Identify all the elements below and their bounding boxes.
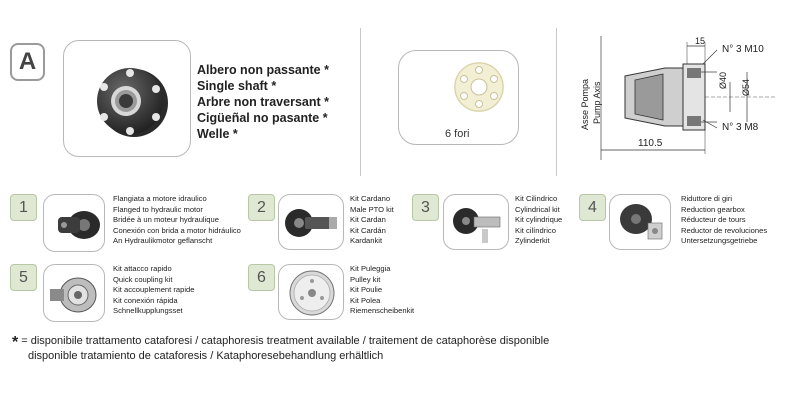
kit-image-cylindrical (443, 194, 509, 250)
kit-line: Cylindrical kit (515, 204, 560, 214)
kit-line: Zylinderkit (515, 236, 550, 246)
asterisk: * (12, 334, 19, 351)
kit-line: Quick coupling kit (113, 274, 173, 284)
kit-text-5: Kit attacco rapido Quick coupling kit Ki… (113, 264, 194, 317)
kit-line: Kit Poulie (350, 285, 383, 295)
section-letter: A (18, 48, 37, 75)
kit-image-pulley (278, 264, 344, 320)
kit-number-3: 3 (412, 194, 439, 221)
kit-line: Flanged to hydraulic motor (113, 204, 203, 214)
dim-15: 15 (695, 36, 706, 46)
kit-image-gearbox (609, 194, 671, 250)
kit-number-text: 5 (19, 268, 28, 286)
label-d54: Ø54 (741, 78, 751, 96)
kit-image-hydraulic-motor (43, 194, 105, 252)
kit-line: Flangiata a motore idraulico (113, 194, 207, 203)
kit-line: Kit Cardán (350, 225, 386, 235)
kit-line: Riemenscheibenkit (350, 306, 415, 316)
kit-line: Male PTO kit (350, 204, 394, 214)
kit-line: An Hydraulikmotor geflanscht (113, 236, 213, 246)
six-holes-card (398, 50, 519, 145)
kit-line: Réducteur de tours (681, 215, 746, 225)
kit-text-6: Kit Puleggia Pulley kit Kit Poulie Kit P… (350, 264, 414, 317)
kit-line: Kit Cardan (350, 215, 386, 225)
kit-line: Kit attacco rapido (113, 264, 172, 273)
divider-1 (360, 28, 361, 176)
kit-number-text: 1 (19, 198, 28, 216)
footnote: *= disponibile trattamento cataforesi / … (12, 335, 549, 362)
kit-image-cardan (278, 194, 344, 250)
title-fr: Arbre non traversant * (197, 95, 329, 109)
kit-number-6: 6 (248, 264, 275, 291)
dim-110: 110.5 (638, 138, 663, 149)
title-it: Albero non passante * (197, 63, 329, 77)
title-de: Welle * (197, 127, 238, 141)
kit-line: Riduttore di giri (681, 194, 733, 203)
footnote-line-1: *= disponibile trattamento cataforesi / … (12, 334, 550, 351)
holes-label: 6 fori (445, 128, 470, 140)
kit-text-2: Kit Cardano Male PTO kit Kit Cardan Kit … (350, 194, 394, 247)
kit-number-5: 5 (10, 264, 37, 291)
kit-image-quick-coupling (43, 264, 105, 322)
title-en: Single shaft * (197, 79, 277, 93)
technical-drawing (600, 36, 775, 160)
divider-2 (556, 28, 557, 176)
kit-line: Conexión con brida a motor hidráulico (113, 225, 241, 235)
kit-line: Schnellkupplungsset (113, 306, 183, 316)
footnote-line-2: disponible tratamiento de cataforesis / … (28, 349, 384, 362)
kit-line: Kit Polea (350, 295, 381, 305)
title-es: Cigüeñal no pasante * (197, 111, 328, 125)
label-m8: N° 3 M8 (722, 122, 759, 133)
kit-line: Untersetzungsgetriebe (681, 236, 758, 246)
kit-number-text: 4 (588, 198, 597, 216)
axis-label-en: Pump Axis (592, 81, 602, 124)
kit-line: Reduction gearbox (681, 204, 745, 214)
label-d40: Ø40 (718, 71, 728, 89)
kit-number-text: 6 (257, 268, 266, 286)
footnote-text-1: = disponibile trattamento cataforesi / c… (21, 335, 550, 347)
kit-line: Bridée à un moteur hydraulique (113, 215, 219, 225)
kit-line: Kardankit (350, 236, 383, 246)
kit-number-1: 1 (10, 194, 37, 221)
section-a-titles: Albero non passante * Single shaft * Arb… (197, 62, 329, 142)
single-shaft-photo (63, 40, 191, 157)
kit-number-text: 3 (421, 198, 430, 216)
kit-line: Kit cylindrique (515, 215, 563, 225)
kit-number-2: 2 (248, 194, 275, 221)
axis-label-it: Asse Pompa (580, 78, 590, 130)
kit-line: Kit Cardano (350, 194, 391, 203)
kit-line: Pulley kit (350, 274, 381, 284)
kit-line: Kit Puleggia (350, 264, 391, 273)
label-m10: N° 3 M10 (722, 44, 764, 55)
kit-text-1: Flangiata a motore idraulico Flanged to … (113, 194, 241, 247)
kit-line: Reductor de revoluciones (681, 225, 768, 235)
kit-number-text: 2 (257, 198, 266, 216)
kit-text-4: Riduttore di giri Reduction gearbox Rédu… (681, 194, 767, 247)
kit-text-3: Kit Cilindrico Cylindrical kit Kit cylin… (515, 194, 562, 247)
kit-line: Kit Cilindrico (515, 194, 558, 203)
section-letter-badge: A (10, 43, 45, 81)
kit-line: Kit cilíndrico (515, 225, 556, 235)
kit-line: Kit conexión rápida (113, 295, 178, 305)
kit-number-4: 4 (579, 194, 606, 221)
kit-line: Kit accouplement rapide (113, 285, 195, 295)
